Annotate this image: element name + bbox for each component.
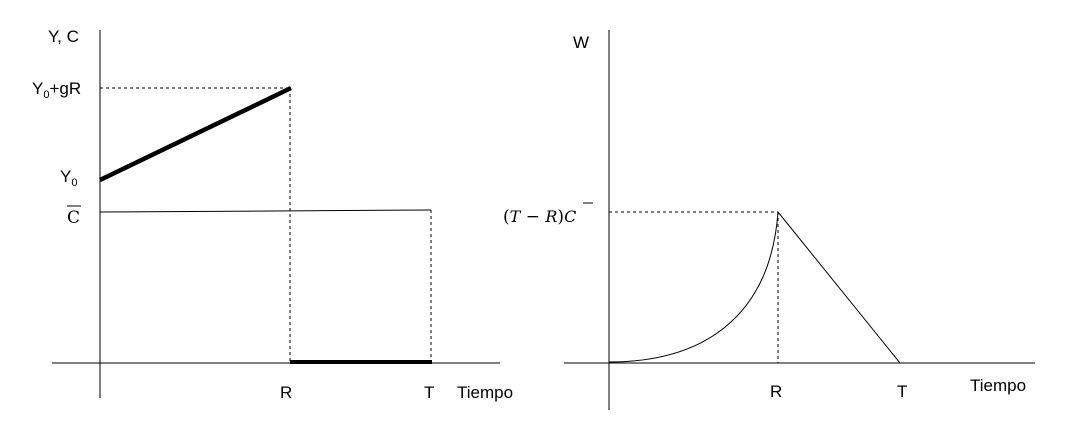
- left-panel: Y, C Y0+gR Y0 C R T Tiempo: [32, 27, 513, 402]
- top-level-label: Y0+gR: [32, 79, 81, 101]
- peak-wealth-label: (T − R)C: [503, 207, 576, 227]
- wealth-decumulation-line: [777, 211, 901, 364]
- consumption-line: [99, 209, 432, 213]
- right-y-axis-label: W: [573, 33, 589, 52]
- right-x-axis-label: Tiempo: [970, 376, 1026, 395]
- left-x-axis-label: Tiempo: [457, 383, 513, 402]
- wealth-accumulation-curve: [608, 211, 779, 363]
- left-tick-t: T: [424, 383, 434, 402]
- cbar-label: C: [67, 208, 80, 228]
- income-line: [99, 85, 292, 183]
- left-y-axis-label: Y, C: [48, 27, 79, 46]
- right-tick-t: T: [897, 382, 907, 401]
- left-tick-r: R: [280, 383, 292, 402]
- start-level-label: Y0: [60, 167, 77, 189]
- right-panel: W (T − R)C R T Tiempo: [503, 30, 1035, 410]
- right-tick-r: R: [770, 382, 782, 401]
